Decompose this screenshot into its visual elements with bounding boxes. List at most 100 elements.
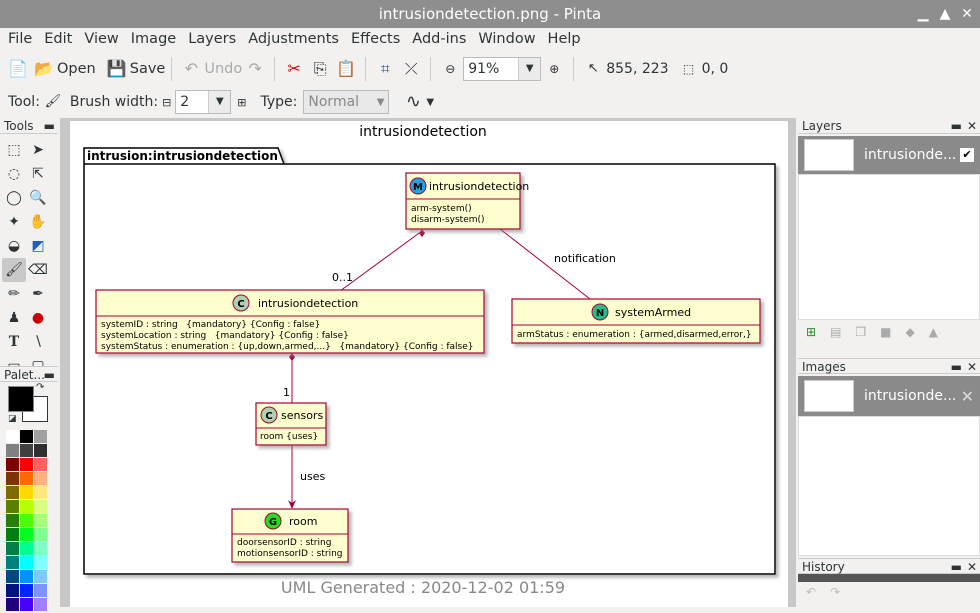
palette-swatch[interactable] [20,584,33,597]
paste-icon[interactable]: 📋 [336,59,357,78]
type-select[interactable]: Normal▼ [303,90,390,114]
move-selection-icon[interactable]: ⇱ [32,166,44,182]
add-layer-icon[interactable]: ⊞ [806,325,817,339]
rectangle-select-icon[interactable]: ⬚ [7,142,21,158]
palette-swatch[interactable] [20,500,33,513]
menu-edit[interactable]: Edit [44,31,73,47]
zoom-out-icon[interactable]: ⊖ [445,62,456,76]
menu-effects[interactable]: Effects [351,31,401,47]
open-button[interactable]: 📂Open [34,59,96,78]
curve-icon[interactable]: ∿ [405,91,421,112]
chevron-down-icon[interactable]: ▼ [426,96,435,108]
palette-swatch[interactable] [20,542,33,555]
palette-swatch[interactable] [34,584,47,597]
minimize-icon[interactable]: ▬ [950,119,962,133]
line-curve-icon[interactable]: ∖ [33,334,43,350]
ellipse-select-icon[interactable]: ◯ [6,190,22,206]
class-intrusiondetection-module[interactable]: M intrusiondetection arm-system() disarm… [405,172,529,230]
palette-swatch[interactable] [34,570,47,583]
palette-swatch[interactable] [34,458,47,471]
palette-swatch[interactable] [6,584,19,597]
menu-image[interactable]: Image [130,31,177,47]
palette-swatch[interactable] [34,500,47,513]
palette-swatch[interactable] [6,458,19,471]
new-file-icon[interactable]: 📄 [8,59,28,78]
menu-window[interactable]: Window [478,31,536,47]
class-room[interactable]: G room doorsensorID : string motionsenso… [231,508,349,563]
paintbrush-icon[interactable]: 🖌 [2,258,26,282]
paintbrush-icon[interactable]: 🖌 [44,94,62,109]
minimize-icon[interactable]: ▬ [950,560,962,574]
move-selected-icon[interactable]: ➤ [32,142,44,158]
palette-swatch[interactable] [34,556,47,569]
minimize-icon[interactable]: ▬ [950,360,962,374]
magic-wand-icon[interactable]: ✦ [8,214,20,230]
swap-colors-icon[interactable]: ↷ [36,382,45,393]
palette-swatch[interactable] [6,556,19,569]
palette-swatch[interactable] [6,430,19,443]
clone-stamp-icon[interactable]: ♟ [7,310,21,326]
layer-item[interactable]: intrusionde... ✔ [798,136,980,174]
menu-file[interactable]: File [8,31,33,47]
gradient-icon[interactable]: ◩ [31,238,45,254]
move-layer-down-icon[interactable]: ◆ [905,325,915,339]
copy-icon[interactable]: ⎘ [313,59,327,78]
palette-swatch[interactable] [20,430,33,443]
menu-help[interactable]: Help [547,31,581,47]
class-intrusiondetection-container[interactable]: C intrusiondetection systemID : string {… [95,289,485,354]
merge-layer-icon[interactable]: ■ [880,325,892,339]
primary-color-swatch[interactable] [8,386,34,412]
close-icon[interactable]: ✕ [966,119,977,133]
menu-adjustments[interactable]: Adjustments [248,31,339,47]
pencil-icon[interactable]: ✏ [8,286,20,302]
palette-swatch[interactable] [34,542,47,555]
pan-icon[interactable]: ✋ [29,214,47,230]
palette-swatch[interactable] [20,486,33,499]
palette-swatch[interactable] [20,528,33,541]
close-icon[interactable]: ✕ [961,6,973,22]
zoom-select[interactable]: 91%▼ [463,57,542,81]
palette-swatch[interactable] [20,472,33,485]
zoom-in-icon[interactable]: ⊕ [549,62,560,76]
zoom-icon[interactable]: 🔍 [29,190,47,206]
minimize-icon[interactable]: ▬ [43,119,55,133]
palette-swatch[interactable] [6,542,19,555]
decrease-icon[interactable]: ⊟ [162,95,172,109]
palette-swatch[interactable] [6,514,19,527]
move-layer-up-icon[interactable]: ▲ [928,325,938,339]
minimize-icon[interactable]: ▬ [43,368,55,382]
brush-width-select[interactable]: 2▼ [175,90,232,114]
palette-swatch[interactable] [20,598,33,611]
lasso-select-icon[interactable]: ◌ [7,166,21,182]
delete-layer-icon[interactable]: ▤ [830,325,842,339]
cut-icon[interactable]: ✂ [287,59,301,78]
menu-addins[interactable]: Add-ins [412,31,467,47]
deselect-icon[interactable]: ⤫ [404,59,418,78]
layer-visibility-checkbox[interactable]: ✔ [960,148,974,162]
palette-swatch[interactable] [20,570,33,583]
palette-swatch[interactable] [6,444,19,457]
palette-swatch[interactable] [20,444,33,457]
save-button[interactable]: 💾Save [106,59,166,78]
maximize-icon[interactable]: ▲ [939,6,951,22]
palette-swatch[interactable] [6,500,19,513]
palette-swatch[interactable] [20,514,33,527]
palette-swatch[interactable] [6,528,19,541]
palette-swatch[interactable] [20,458,33,471]
recolor-icon[interactable]: ● [31,310,45,326]
image-canvas[interactable]: intrusiondetection intrusion:intrusionde… [70,121,788,607]
palette-swatch[interactable] [34,528,47,541]
duplicate-layer-icon[interactable]: ❐ [855,325,867,339]
rounded-rectangle-icon[interactable]: ▢ [31,358,45,366]
class-systemarmed[interactable]: N systemArmed armStatus : enumeration : … [511,298,761,344]
eraser-icon[interactable]: ⌫ [28,262,48,278]
redo-icon[interactable]: ↷ [830,585,841,599]
crop-icon[interactable]: ⌗ [380,59,390,78]
palette-swatch[interactable] [34,444,47,457]
palette-swatch[interactable] [6,472,19,485]
palette-swatch[interactable] [6,570,19,583]
close-icon[interactable]: ✕ [966,360,977,374]
palette-swatch[interactable] [34,486,47,499]
redo-icon[interactable]: ↷ [248,59,262,78]
palette-swatch[interactable] [34,430,47,443]
